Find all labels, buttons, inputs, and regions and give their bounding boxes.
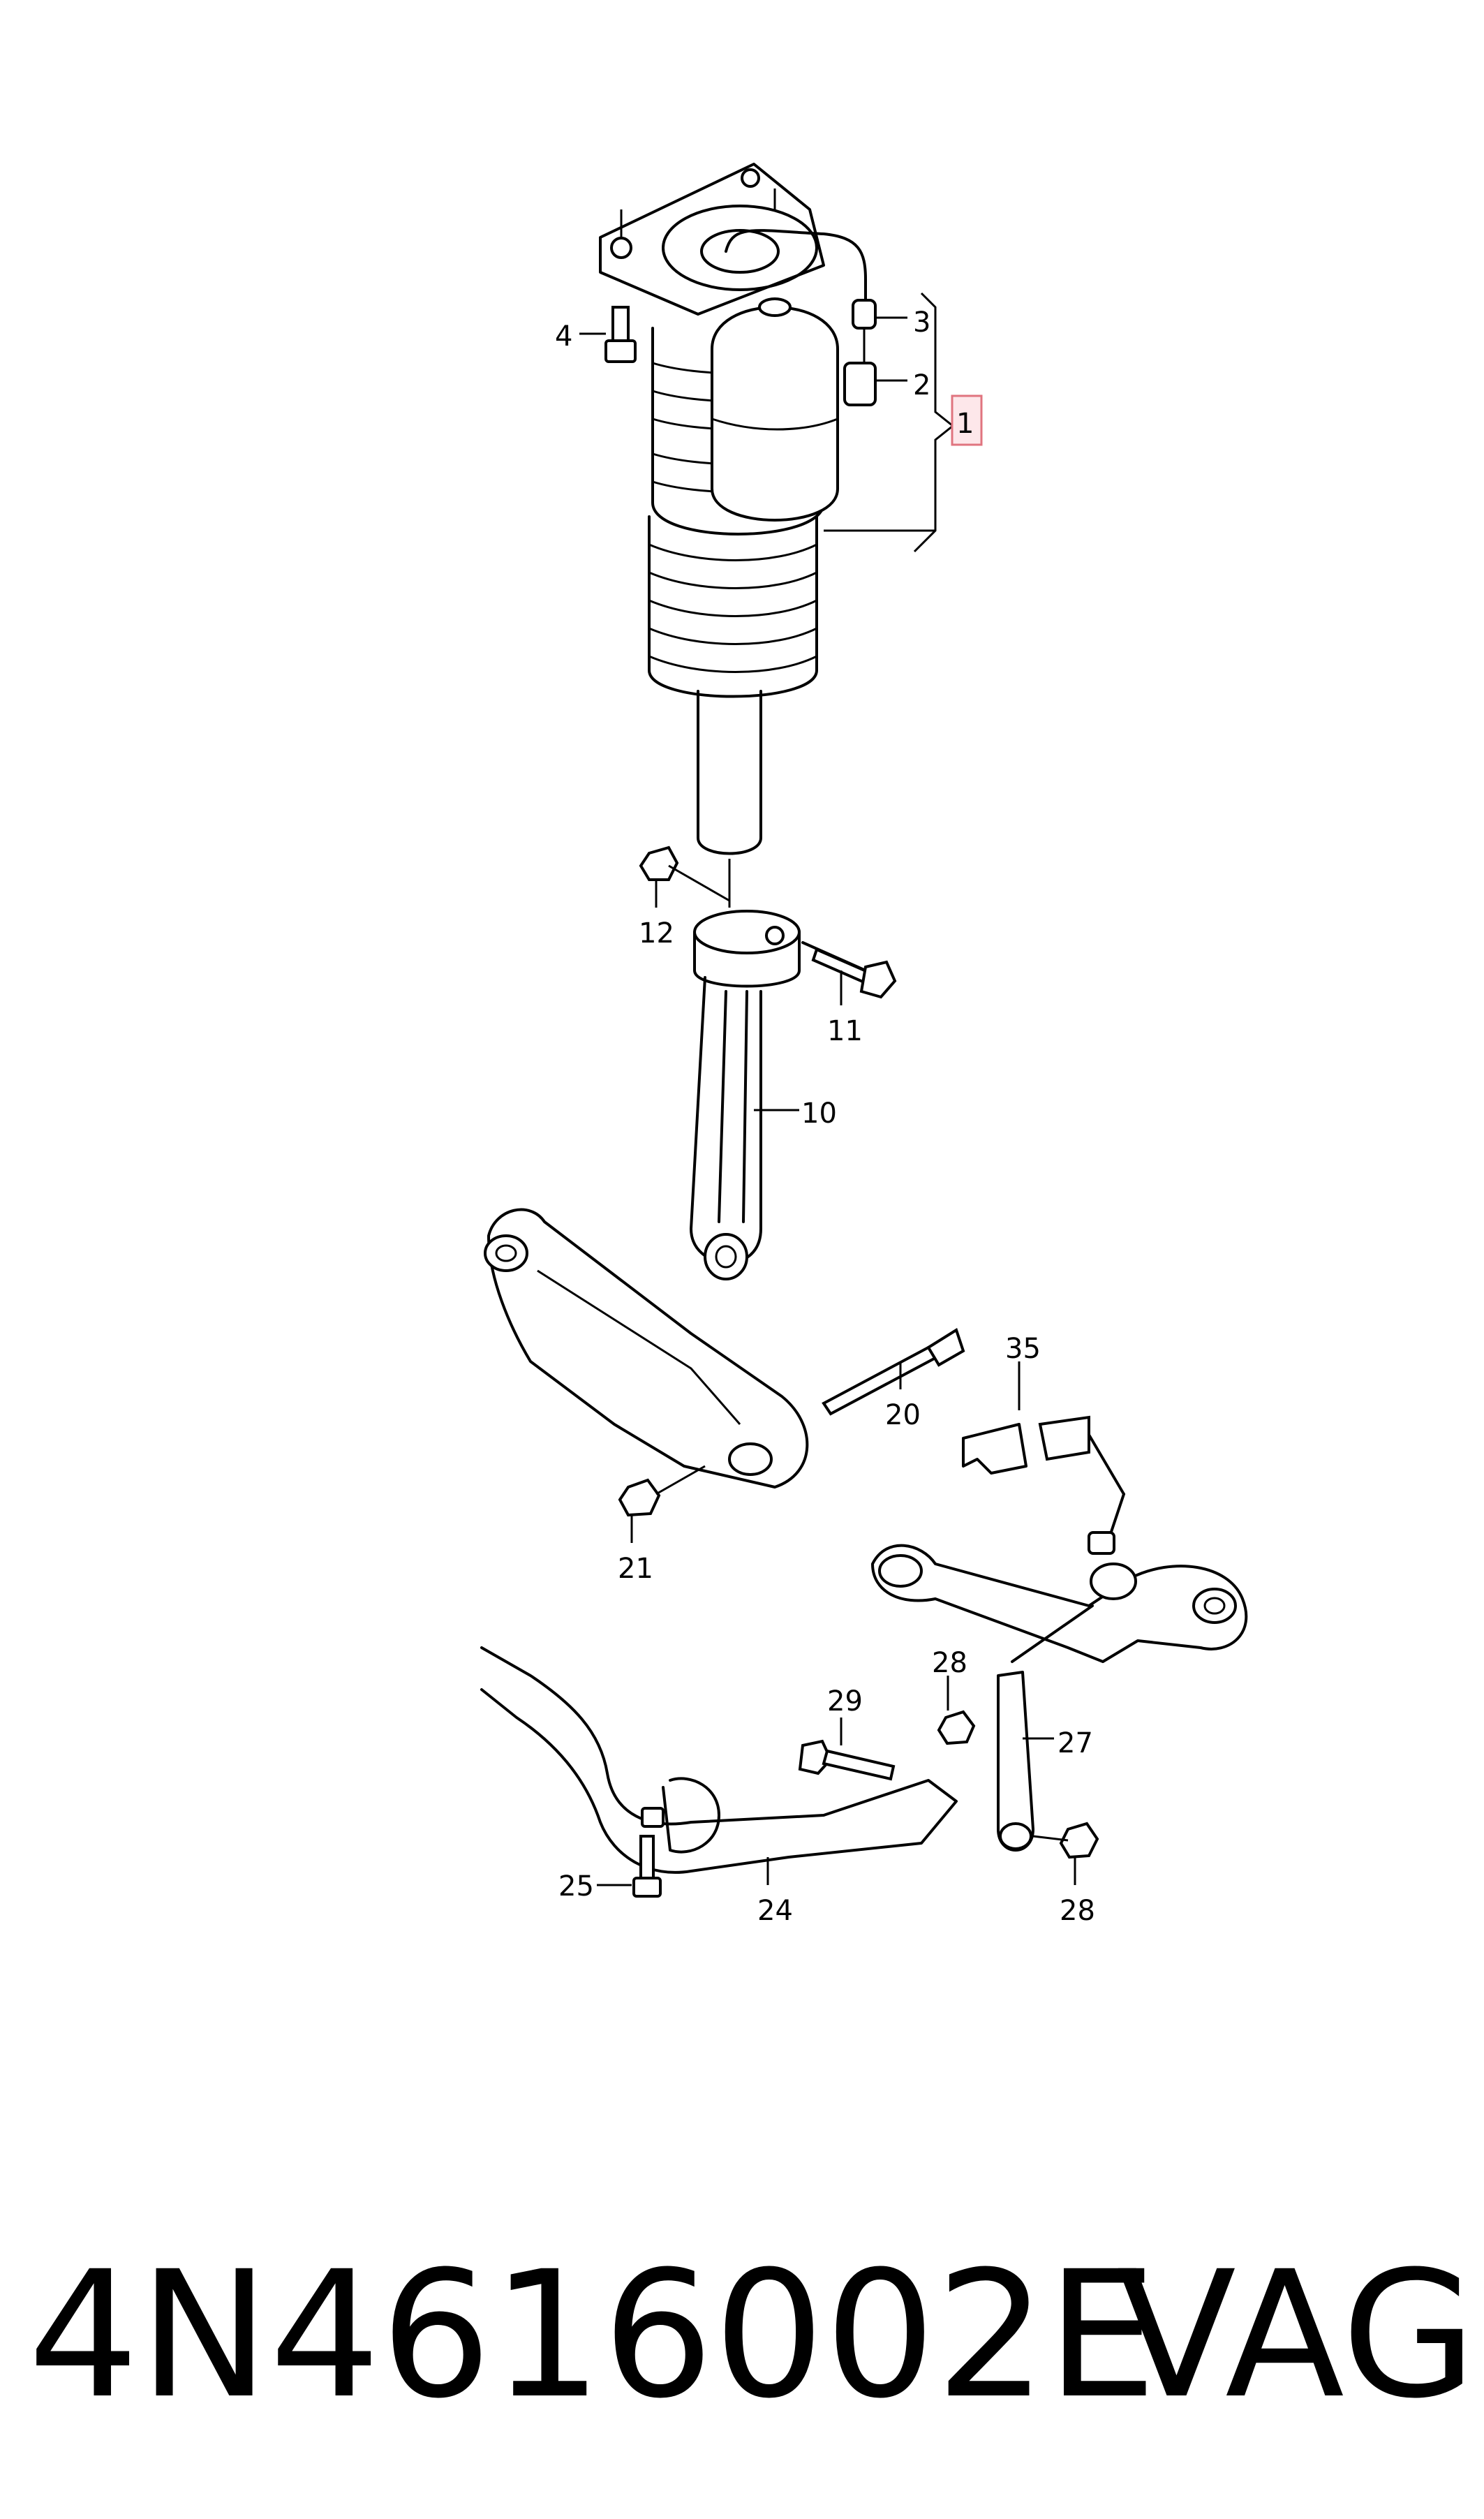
callout-20: 20: [885, 1399, 921, 1431]
nut-28-upper: [937, 1710, 976, 1745]
accumulator-canister: [711, 297, 839, 522]
callout-24: 24: [757, 1895, 793, 1927]
coupling-link-27: [997, 1671, 1034, 1852]
stabilizer-bar-24: [480, 1646, 958, 1874]
callout-2: 2: [913, 369, 930, 401]
strut-fork-10: [690, 910, 801, 1280]
brand-text: VAG: [1117, 2233, 1477, 2437]
callout-29: 29: [827, 1685, 863, 1718]
callout-28-upper: 28: [932, 1647, 967, 1679]
strut-top-mount: [599, 163, 825, 316]
upper-control-arm: [871, 1544, 1248, 1663]
bolt-11: [801, 941, 897, 999]
assembly-bracket: [824, 292, 955, 553]
callout-4: 4: [555, 320, 572, 353]
bolt-29: [798, 1739, 896, 1781]
bolt-25: [632, 1835, 662, 1898]
callout-27: 27: [1058, 1727, 1093, 1759]
level-sensor-35: [962, 1415, 1125, 1555]
callout-10: 10: [801, 1098, 837, 1130]
damper-rod: [697, 690, 762, 908]
callout-11: 11: [827, 1015, 863, 1047]
nut-21: [618, 1465, 706, 1517]
callout-12: 12: [639, 917, 674, 950]
callout-21: 21: [618, 1553, 653, 1585]
callout-labels: 1 2 3 4 10 11 12 20 21 24 25 27 28 28 29…: [555, 306, 1095, 1927]
lower-control-arm: [484, 1208, 809, 1488]
bolt-20: [822, 1327, 965, 1416]
callout-3: 3: [913, 306, 930, 339]
callout-35: 35: [1005, 1333, 1041, 1365]
bellows: [648, 515, 818, 698]
sensor-wire: [725, 229, 877, 406]
bolt-4: [604, 306, 637, 363]
part-number-text: 4N4616002E: [28, 2233, 1157, 2437]
nut-12: [639, 845, 730, 902]
callout-25: 25: [558, 1870, 594, 1903]
nut-28-lower: [1032, 1822, 1099, 1859]
callout-28-lower: 28: [1060, 1895, 1095, 1927]
callout-1: 1: [956, 408, 974, 440]
